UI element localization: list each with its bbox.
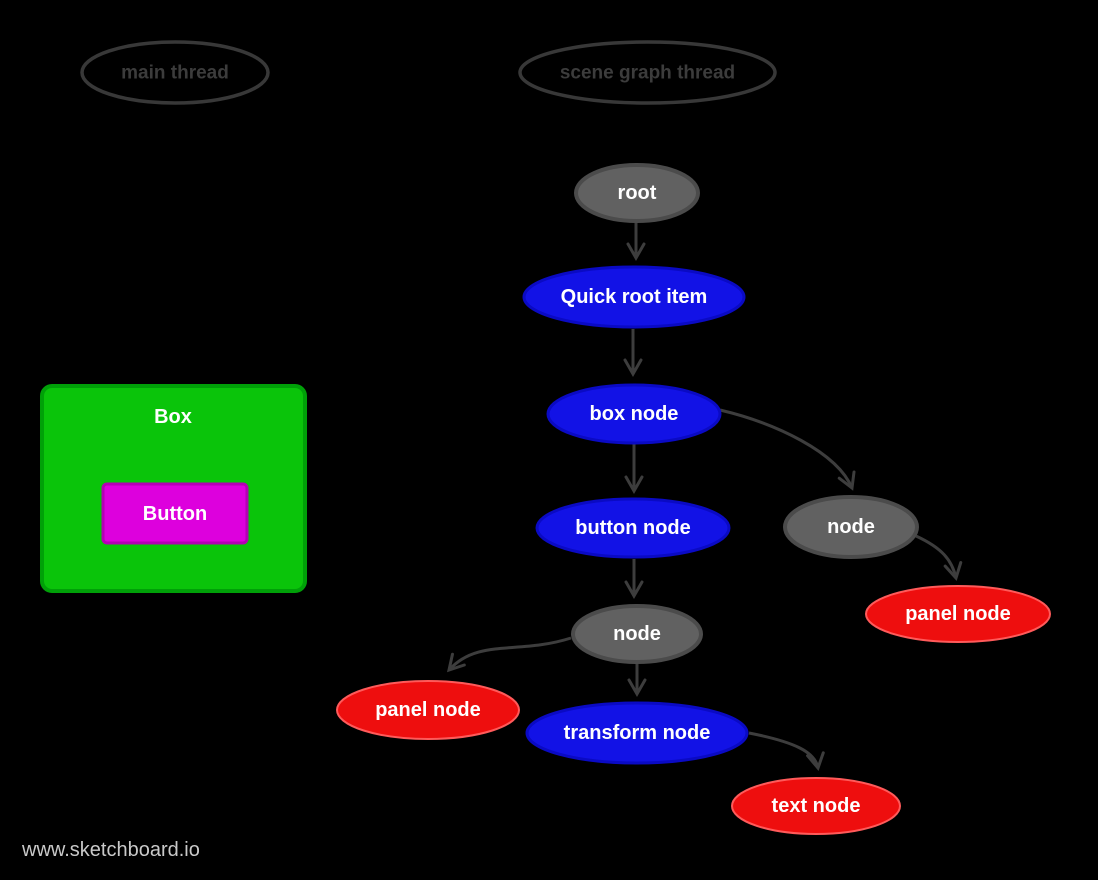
node-panel-node-right-shape[interactable] bbox=[865, 585, 1051, 643]
node-right-label: node bbox=[827, 516, 875, 538]
node-quick-root-item-label: Quick root item bbox=[561, 286, 708, 308]
node-transform-node[interactable]: transform node bbox=[525, 701, 749, 765]
node-box-node[interactable]: box node bbox=[546, 383, 722, 445]
thread-scene-graph-label: scene graph thread bbox=[560, 63, 735, 84]
node-box-node-shape[interactable] bbox=[546, 383, 722, 445]
button-label: Button bbox=[143, 503, 207, 525]
node-transform-node-label: transform node bbox=[564, 722, 711, 744]
node-root-shape[interactable] bbox=[574, 163, 700, 223]
node-right-shape[interactable] bbox=[783, 495, 919, 559]
node-root-label: root bbox=[618, 182, 657, 204]
box-label: Box bbox=[154, 406, 192, 428]
thread-main-ellipse[interactable] bbox=[80, 40, 270, 105]
thread-main-label: main thread bbox=[121, 63, 229, 84]
edge-transform-node-to-text-node[interactable] bbox=[748, 731, 825, 771]
node-right[interactable]: node bbox=[783, 495, 919, 559]
node-panel-node-right-label: panel node bbox=[905, 603, 1011, 625]
node-mid[interactable]: node bbox=[571, 604, 703, 664]
node-text-node[interactable]: text node bbox=[731, 777, 901, 835]
thread-scene-graph-ellipse[interactable] bbox=[518, 40, 777, 105]
node-quick-root-item[interactable]: Quick root item bbox=[522, 265, 746, 329]
node-box-node-label: box node bbox=[590, 403, 679, 425]
thread-main[interactable]: main thread bbox=[80, 40, 270, 105]
node-text-node-shape[interactable] bbox=[731, 777, 901, 835]
ui-preview-box[interactable]: Box Button bbox=[40, 384, 307, 593]
thread-scene-graph[interactable]: scene graph thread bbox=[518, 40, 777, 105]
node-panel-node-left-label: panel node bbox=[375, 699, 481, 721]
node-root[interactable]: root bbox=[574, 163, 700, 223]
node-text-node-label: text node bbox=[772, 795, 861, 817]
node-button-node-shape[interactable] bbox=[535, 497, 731, 559]
node-button-node-label: button node bbox=[575, 517, 691, 539]
node-transform-node-shape[interactable] bbox=[525, 701, 749, 765]
node-panel-node-right[interactable]: panel node bbox=[865, 585, 1051, 643]
node-button-node[interactable]: button node bbox=[535, 497, 731, 559]
edge-box-node-to-node-right[interactable] bbox=[719, 408, 856, 491]
node-panel-node-left-shape[interactable] bbox=[336, 680, 520, 740]
node-panel-node-left[interactable]: panel node bbox=[336, 680, 520, 740]
sketchboard-watermark: www.sketchboard.io bbox=[21, 839, 200, 861]
button-shape[interactable] bbox=[101, 482, 249, 545]
edge-node-mid-to-panel-node-left[interactable] bbox=[446, 636, 572, 673]
node-mid-label: node bbox=[613, 623, 661, 645]
edge-node-right-to-panel-node-right[interactable] bbox=[915, 534, 963, 581]
node-quick-root-item-shape[interactable] bbox=[522, 265, 746, 329]
node-mid-shape[interactable] bbox=[571, 604, 703, 664]
